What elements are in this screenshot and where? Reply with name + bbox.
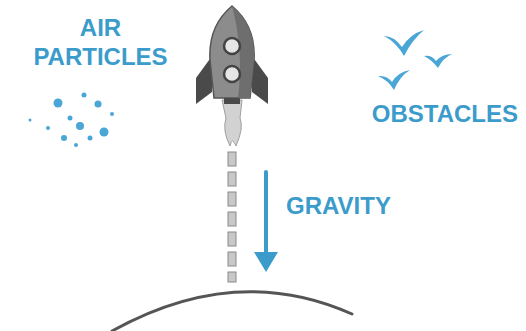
- exhaust-flame: [222, 100, 242, 146]
- trail: [228, 152, 236, 282]
- rocket: [196, 6, 268, 104]
- gravity-arrow: [254, 172, 278, 272]
- forces-label: GRAVITY: [286, 192, 436, 221]
- birds: [378, 30, 452, 90]
- forces-label: OBSTACLES: [356, 100, 518, 129]
- earth-surface: [112, 292, 352, 331]
- forces-label: AIR PARTICLES: [18, 14, 183, 72]
- air-particles: [29, 93, 115, 148]
